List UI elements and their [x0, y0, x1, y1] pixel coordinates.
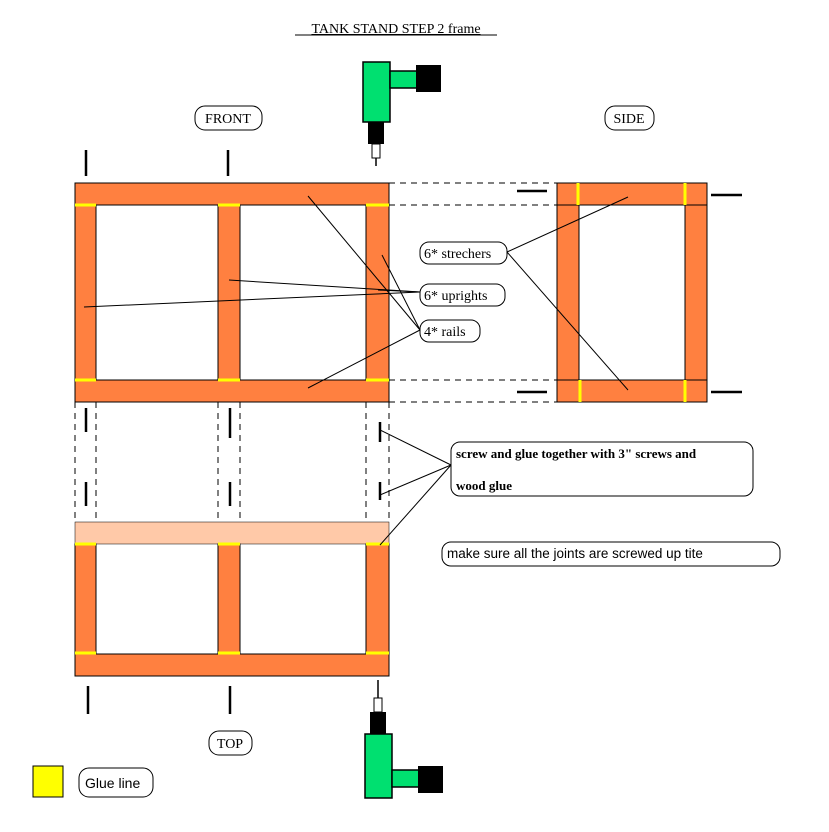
top-upright-right	[365, 543, 390, 655]
projection-lines	[74, 182, 557, 522]
side-top-strecher	[556, 182, 708, 206]
callout-strechers: 6* strechers	[419, 241, 508, 265]
top-label-text: TOP	[217, 737, 243, 752]
side-bottom-strecher	[556, 379, 708, 403]
callout-tite: make sure all the joints are screwed up …	[441, 541, 781, 567]
side-upright-right	[684, 204, 708, 381]
front-upright-right	[365, 204, 390, 381]
strechers-text: 6* strechers	[424, 247, 491, 262]
cordless-drill-icon	[362, 61, 441, 166]
side-screws	[517, 189, 742, 394]
cordless-drill-icon-bottom	[364, 680, 443, 799]
top-frame	[74, 521, 390, 677]
top-upright-middle	[217, 543, 241, 655]
side-frame	[556, 182, 708, 403]
uprights-text: 6* uprights	[424, 289, 487, 304]
tite-text: make sure all the joints are screwed up …	[447, 546, 703, 561]
top-view-label: TOP	[208, 730, 253, 756]
top-upright-left	[74, 543, 97, 655]
screw-glue-line1: screw and glue together with 3" screws a…	[456, 446, 697, 461]
legend: Glue line	[32, 765, 154, 798]
top-front-rail	[74, 653, 390, 677]
bottom-screws	[86, 686, 232, 714]
callout-uprights: 6* uprights	[419, 283, 506, 307]
front-frame	[74, 182, 390, 403]
screw-glue-line2: wood glue	[456, 478, 512, 493]
side-upright-left	[556, 204, 580, 381]
front-view-label: FRONT	[194, 105, 263, 131]
front-label-text: FRONT	[205, 112, 251, 127]
leader-lines	[83, 195, 629, 546]
top-back-rail	[74, 521, 390, 545]
middle-screws	[84, 408, 382, 506]
side-view-label: SIDE	[604, 105, 655, 131]
glue-line-label: Glue line	[85, 775, 140, 791]
diagram-title: TANK STAND STEP 2 frame	[311, 22, 480, 37]
rails-text: 4* rails	[424, 325, 466, 340]
front-upright-left	[74, 204, 97, 381]
front-bottom-rail	[74, 379, 390, 403]
front-top-rail	[74, 182, 390, 206]
callout-rails: 4* rails	[419, 319, 481, 343]
side-label-text: SIDE	[613, 112, 644, 127]
glue-line-swatch	[32, 765, 64, 798]
screw-icon	[84, 150, 230, 176]
callout-screw-glue: screw and glue together with 3" screws a…	[450, 441, 754, 497]
front-upright-middle	[217, 204, 241, 381]
